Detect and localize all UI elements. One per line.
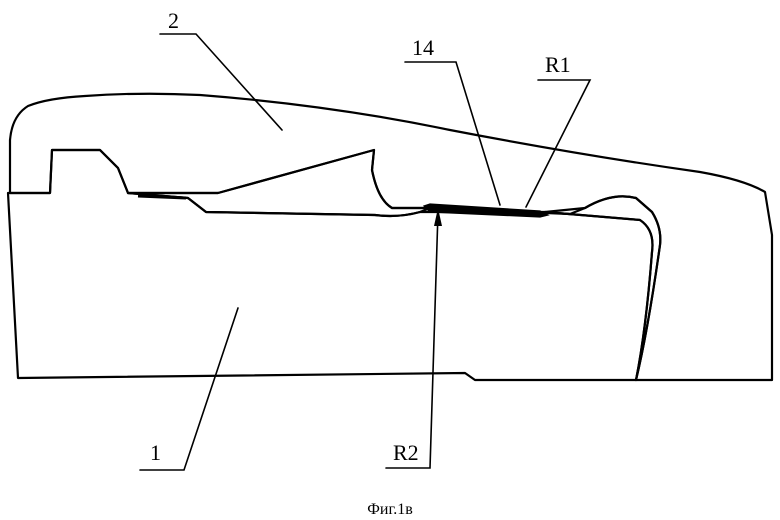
contact-strip-14 [422,203,550,218]
label-part-1: 1 [150,440,161,465]
part-1-cross-section [6,148,654,382]
r2-arrow-icon [434,208,442,226]
leader-line-1 [139,307,239,471]
label-part-14: 14 [412,35,434,60]
right-gap [543,195,662,382]
figure-caption: Фиг.1в [367,501,413,518]
seam-line [137,194,187,200]
part-2-cross-section [8,92,774,382]
leader-line-14 [404,61,501,206]
leader-line-r2 [385,211,439,469]
leader-line-2 [159,33,283,131]
cavity [126,148,432,218]
leader-line-r1 [525,79,592,208]
label-r2: R2 [393,440,419,465]
label-part-2: 2 [168,8,179,33]
label-r1: R1 [545,52,571,77]
